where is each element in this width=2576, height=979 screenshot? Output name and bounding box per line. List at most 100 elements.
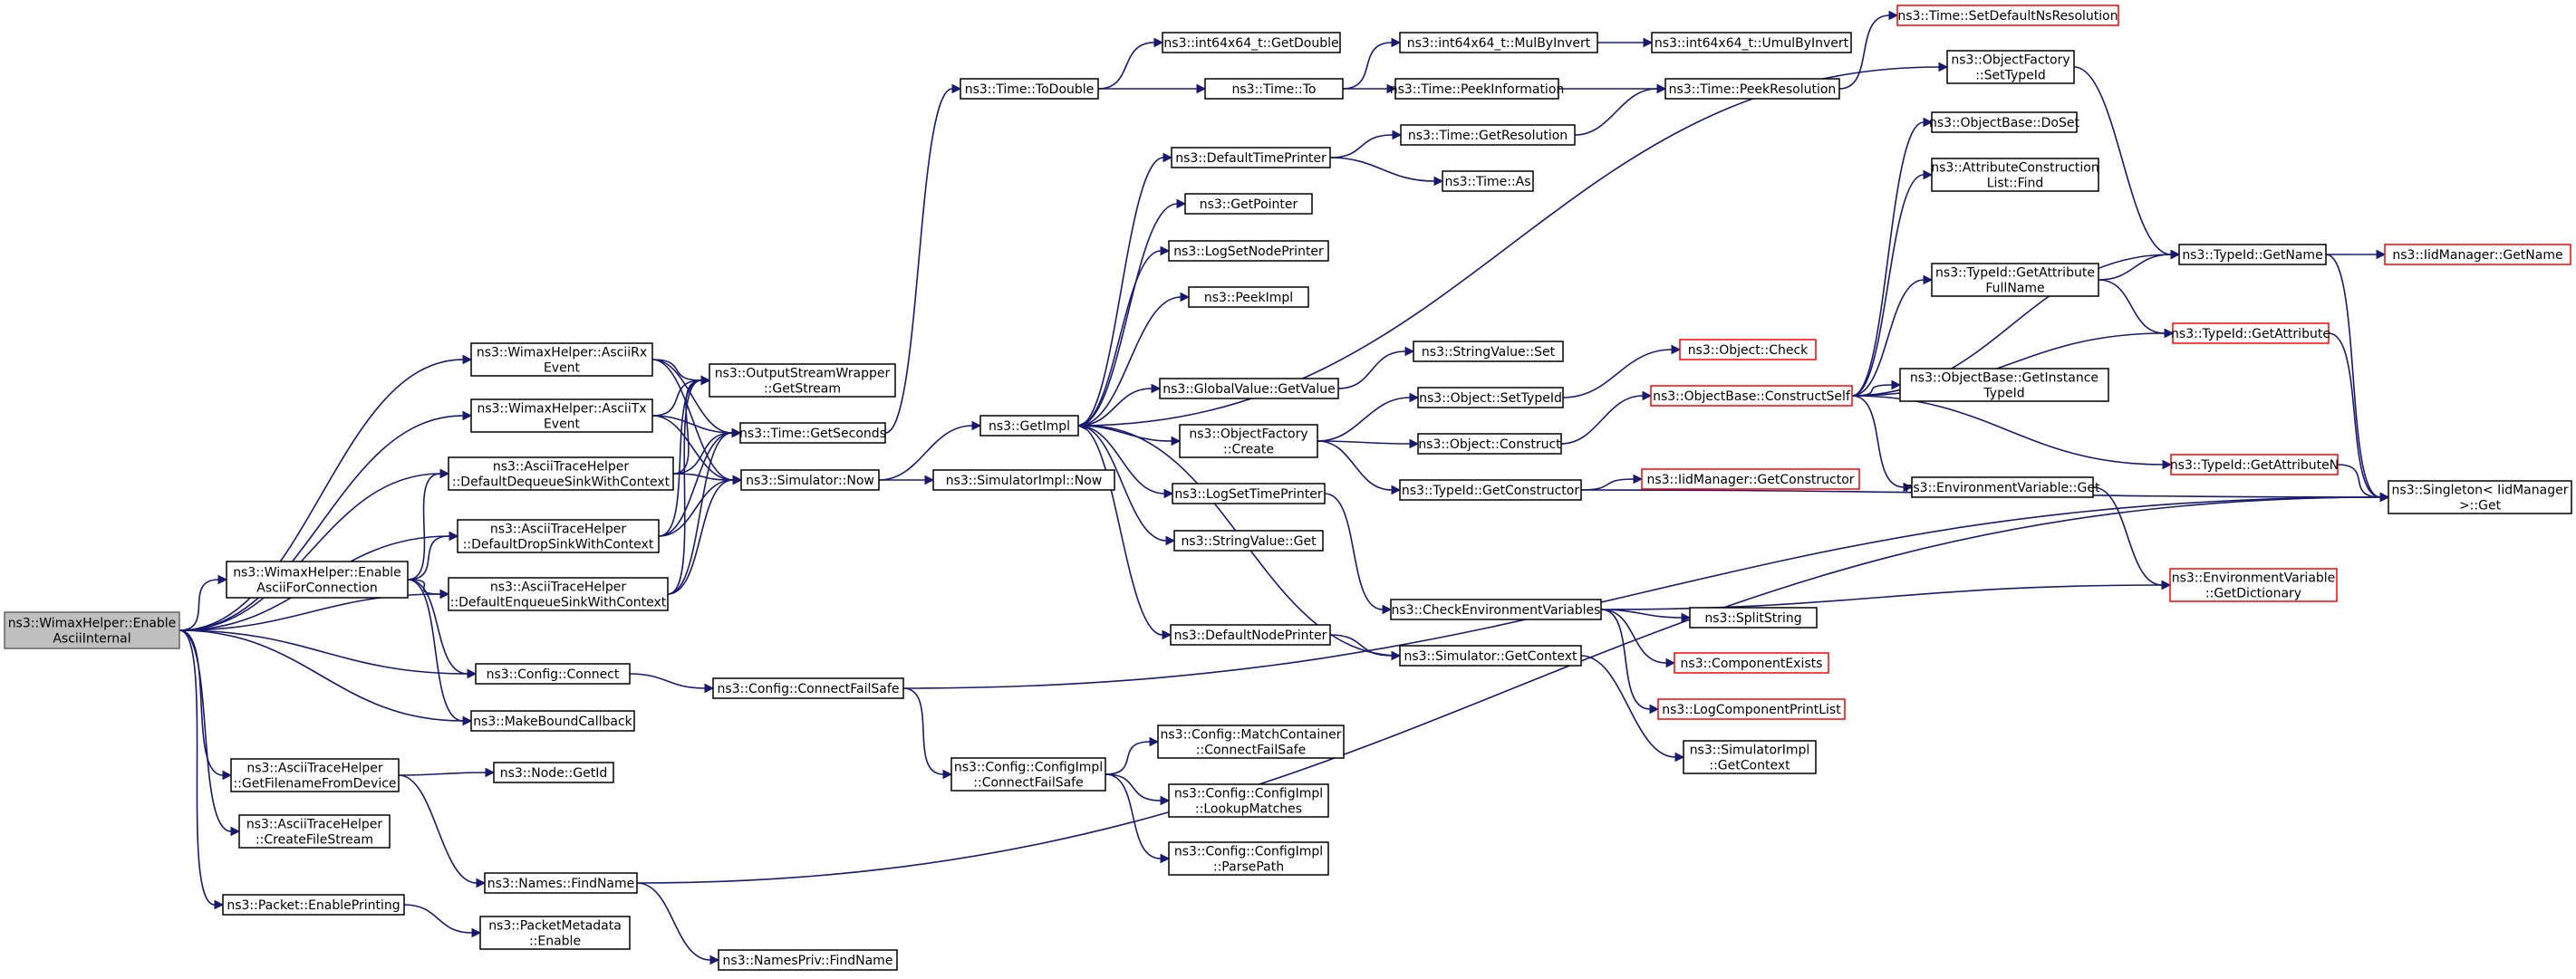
node-tidGetCtor[interactable]: ns3::TypeId::GetConstructor — [1399, 479, 1582, 501]
node-label: ns3::ObjectBase::GetInstance — [1910, 371, 2098, 386]
node-checkEnv[interactable]: ns3::CheckEnvironmentVariables — [1390, 599, 1602, 620]
node-dequeue[interactable]: ns3::AsciiTraceHelper::DefaultDequeueSin… — [448, 456, 674, 491]
edge-arrowhead — [1163, 152, 1173, 163]
node-tidGetAttr[interactable]: ns3::TypeId::GetAttribute — [2171, 322, 2330, 344]
node-getSeconds[interactable]: ns3::Time::GetSeconds — [739, 422, 886, 444]
node-getFilename[interactable]: ns3::AsciiTraceHelper::GetFilenameFromDe… — [230, 758, 400, 792]
node-svSet[interactable]: ns3::StringValue::Set — [1413, 341, 1564, 362]
edge-arrowhead — [2379, 492, 2390, 503]
node-iidGetCtor[interactable]: ns3::IidManager::GetConstructor — [1641, 468, 1860, 490]
node-implGetContext[interactable]: ns3::SimulatorImpl::GetContext — [1683, 740, 1817, 774]
node-cfgConnect[interactable]: ns3::Config::Connect — [475, 663, 631, 685]
node-objSetTypeId[interactable]: ns3::Object::SetTypeId — [1417, 387, 1564, 408]
node-timeTo[interactable]: ns3::Time::To — [1204, 78, 1344, 100]
node-lookupMatches[interactable]: ns3::Config::ConfigImpl::LookupMatches — [1168, 783, 1329, 818]
node-i64GetDouble[interactable]: ns3::int64x64_t::GetDouble — [1162, 32, 1341, 53]
node-label: ns3::Config::ConfigImpl — [1174, 787, 1323, 801]
edge-arrowhead — [1392, 130, 1403, 140]
node-connFailSafe[interactable]: ns3::Config::ConnectFailSafe — [712, 677, 904, 699]
node-objConstruct[interactable]: ns3::Object::Construct — [1417, 433, 1562, 455]
node-tidGetName[interactable]: ns3::TypeId::GetName — [2178, 244, 2327, 265]
node-nodeGetId[interactable]: ns3::Node::GetId — [493, 762, 614, 783]
node-ofSetTypeId[interactable]: ns3::ObjectFactory::SetTypeId — [1946, 50, 2075, 84]
node-label: ns3::int64x64_t::UmulByInvert — [1655, 36, 1849, 51]
node-timeAs[interactable]: ns3::Time::As — [1442, 170, 1534, 192]
node-enableConn[interactable]: ns3::WimaxHelper::EnableAsciiForConnecti… — [226, 561, 409, 599]
node-mkBound[interactable]: ns3::MakeBoundCallback — [470, 710, 635, 732]
node-enablePrinting[interactable]: ns3::Packet::EnablePrinting — [222, 894, 405, 916]
node-umulByInvert[interactable]: ns3::int64x64_t::UmulByInvert — [1651, 32, 1852, 53]
call-edge — [1580, 474, 1644, 491]
node-pmEnable[interactable]: ns3::PacketMetadata::Enable — [479, 916, 631, 950]
node-label: ns3::Object::SetTypeId — [1419, 391, 1562, 406]
edge-arrowhead — [476, 878, 487, 888]
node-label: ns3::ObjectFactory — [1951, 53, 2069, 68]
call-edge — [1580, 655, 1685, 763]
node-constructSelf[interactable]: ns3::ObjectBase::ConstructSelf — [1650, 385, 1853, 407]
node-getRes[interactable]: ns3::Time::GetResolution — [1400, 124, 1576, 146]
node-singletonGet[interactable]: ns3::Singleton< IidManager>::Get — [2388, 480, 2572, 514]
edge-arrowhead — [462, 410, 473, 421]
call-edge — [884, 83, 962, 434]
node-ofCreate[interactable]: ns3::ObjectFactory::Create — [1179, 424, 1318, 458]
node-privFind[interactable]: ns3::NamesPriv::FindName — [718, 949, 898, 971]
node-label: ::GetStream — [764, 382, 841, 397]
node-logSetNode[interactable]: ns3::LogSetNodePrinter — [1168, 240, 1329, 262]
edge-arrowhead — [1891, 379, 1902, 390]
node-enqueue[interactable]: ns3::AsciiTraceHelper::DefaultEnqueueSin… — [448, 577, 669, 611]
node-logSetTime[interactable]: ns3::LogSetTimePrinter — [1172, 483, 1326, 504]
node-label: ::DefaultDropSinkWithContext — [463, 538, 654, 552]
node-iidGetName[interactable]: ns3::IidManager::GetName — [2384, 244, 2571, 265]
node-splitString[interactable]: ns3::SplitString — [1689, 607, 1818, 629]
node-simNow[interactable]: ns3::Simulator::Now — [740, 469, 880, 491]
node-defTimePrinter[interactable]: ns3::DefaultTimePrinter — [1171, 147, 1331, 168]
node-findName[interactable]: ns3::Names::FindName — [484, 872, 638, 894]
node-parsePath[interactable]: ns3::Config::ConfigImpl::ParsePath — [1168, 841, 1329, 876]
node-createFile[interactable]: ns3::AsciiTraceHelper::CreateFileStream — [238, 814, 391, 849]
node-compExists[interactable]: ns3::ComponentExists — [1674, 652, 1829, 674]
node-peekRes[interactable]: ns3::Time::PeekResolution — [1664, 78, 1840, 100]
node-defNodePrinter[interactable]: ns3::DefaultNodePrinter — [1170, 624, 1331, 646]
node-doSet[interactable]: ns3::ObjectBase::DoSet — [1929, 111, 2079, 133]
edge-arrowhead — [467, 668, 478, 679]
node-logCompPrint[interactable]: ns3::LogComponentPrintList — [1657, 698, 1846, 720]
node-gvGetValue[interactable]: ns3::GlobalValue::GetValue — [1159, 378, 1339, 399]
call-edge — [672, 375, 711, 475]
node-objCheck[interactable]: ns3::Object::Check — [1679, 339, 1817, 360]
node-label: ns3::IidManager::GetName — [2392, 248, 2562, 263]
edge-arrowhead — [1409, 392, 1420, 403]
node-envGetDict[interactable]: ns3::EnvironmentVariable::GetDictionary — [2169, 568, 2338, 602]
node-peekImpl[interactable]: ns3::PeekImpl — [1188, 286, 1309, 308]
node-implNow[interactable]: ns3::SimulatorImpl::Now — [932, 469, 1115, 491]
call-edge — [178, 468, 450, 631]
edge-arrowhead — [1923, 169, 1934, 180]
node-implConnFailSafe[interactable]: ns3::Config::ConfigImpl::ConnectFailSafe — [950, 757, 1106, 792]
node-tidGetAttrN[interactable]: ns3::TypeId::GetAttributeN — [2170, 454, 2339, 475]
node-mcConnFailSafe[interactable]: ns3::Config::MatchContainer::ConnectFail… — [1157, 725, 1345, 759]
node-simGetContext[interactable]: ns3::Simulator::GetContext — [1399, 645, 1582, 667]
node-getPointer[interactable]: ns3::GetPointer — [1184, 193, 1313, 215]
edge-arrowhead — [1409, 438, 1420, 449]
edge-arrowhead — [1681, 612, 1692, 623]
node-envGet[interactable]: ns3::EnvironmentVariable::Get — [1905, 476, 2100, 498]
edge-arrowhead — [217, 574, 228, 585]
node-label: ::Enable — [529, 935, 581, 949]
node-getImpl[interactable]: ns3::GetImpl — [979, 415, 1079, 437]
edge-arrowhead — [1633, 474, 1644, 485]
edge-arrowhead — [1404, 346, 1415, 357]
node-peekInfo[interactable]: ns3::Time::PeekInformation — [1390, 78, 1565, 100]
node-getStream[interactable]: ns3::OutputStreamWrapper::GetStream — [709, 363, 896, 398]
call-edge — [878, 475, 935, 485]
node-svGet[interactable]: ns3::StringValue::Get — [1173, 530, 1324, 552]
node-toDouble[interactable]: ns3::Time::ToDouble — [960, 78, 1099, 100]
node-setDefRes[interactable]: ns3::Time::SetDefaultNsResolution — [1896, 5, 2119, 26]
node-drop[interactable]: ns3::AsciiTraceHelper::DefaultDropSinkWi… — [457, 519, 660, 553]
node-mulByInvert[interactable]: ns3::int64x64_t::MulByInvert — [1399, 32, 1598, 53]
call-edge — [178, 629, 241, 837]
